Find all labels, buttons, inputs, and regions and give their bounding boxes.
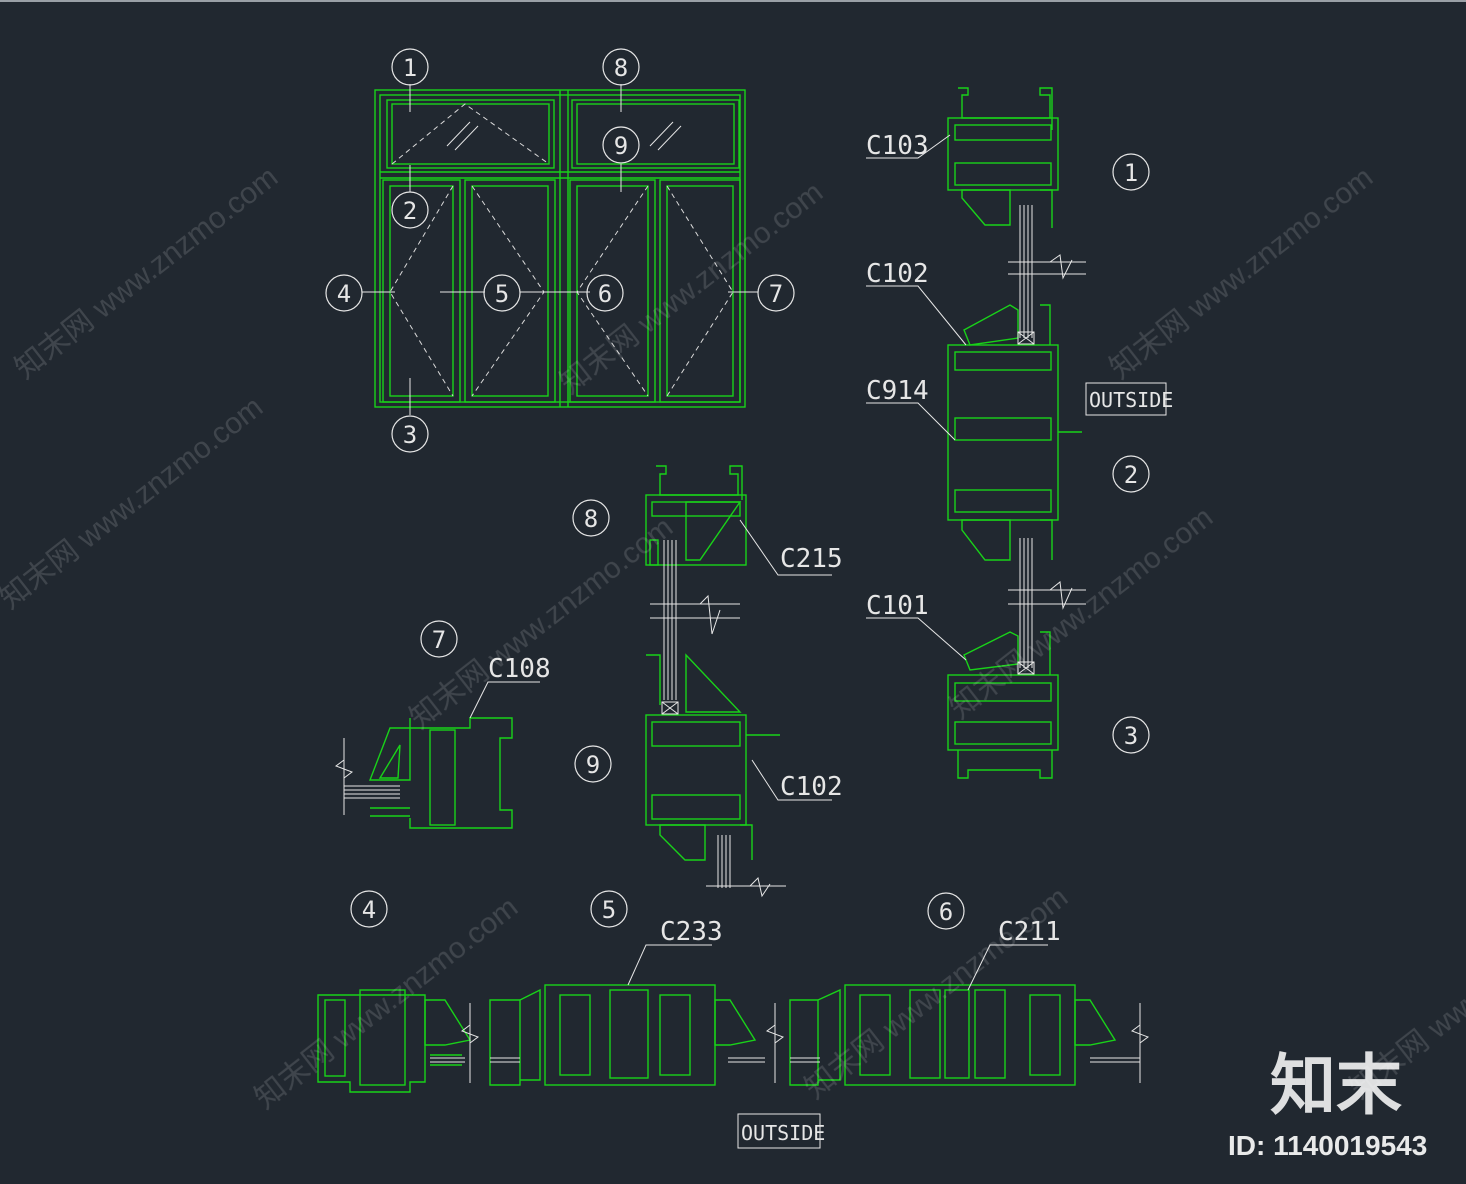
watermark-1: 知末网 www.znzmo.com [9,160,284,385]
left-section-glass [334,681,540,815]
marker-7: 7 [769,280,783,308]
label-c233: C233 [660,917,723,947]
outside-labels: OUTSIDE OUTSIDE [741,388,1173,1145]
left-section-profile [368,717,513,829]
section-marker-9: 9 [586,751,600,779]
watermark-3: 知末网 www.znzmo.com [1104,160,1379,385]
watermark-2: 知末网 www.znzmo.com [554,175,829,400]
watermark-5: 知末网 www.znzmo.com [404,510,679,735]
label-c103: C103 [866,131,929,161]
marker-8: 8 [614,54,628,82]
marker-6: 6 [598,280,612,308]
image-id: ID: 1140019543 [1228,1130,1427,1161]
label-c108: C108 [488,654,551,684]
label-c215: C215 [780,544,843,574]
watermark-7: 知末网 www.znzmo.com [249,890,524,1115]
watermark-4: 知末网 www.znzmo.com [0,390,269,615]
watermark-6: 知末网 www.znzmo.com [944,500,1219,725]
section-marker-4: 4 [362,896,376,924]
brand-watermark: 知末 ID: 1140019543 [1228,1048,1427,1161]
marker-9: 9 [614,132,628,160]
marker-3: 3 [403,421,417,449]
bottom-section-profiles [317,984,1117,1093]
brand-logo: 知末 [1270,1048,1402,1122]
glass-hatch [446,121,682,151]
right-section-leaders [866,134,1167,661]
middle-section-glass [650,519,832,898]
right-section-glass [1008,205,1086,675]
marker-numbers: 1 8 2 9 3 4 5 6 7 1 2 3 8 9 7 4 5 6 [337,54,1138,926]
section-marker-5: 5 [602,896,616,924]
marker-4: 4 [337,280,351,308]
label-c914: C914 [866,376,929,406]
marker-1: 1 [403,54,417,82]
profile-labels: C103 C102 C914 C101 C215 C102 C108 C233 … [488,131,1061,947]
marker-5: 5 [495,280,509,308]
elevation-leaders [362,84,758,415]
detail-markers [325,48,1150,930]
bottom-section-glass [430,944,1150,1149]
section-marker-2: 2 [1124,461,1138,489]
window-elevation [374,89,746,408]
outside-label-right: OUTSIDE [1089,388,1173,412]
label-c211: C211 [998,917,1061,947]
middle-section-profiles [645,465,780,861]
section-marker-6: 6 [939,898,953,926]
marker-2: 2 [403,197,417,225]
label-c102-middle: C102 [780,772,843,802]
label-c101: C101 [866,591,929,621]
opening-dash-lines [389,103,734,397]
section-marker-7: 7 [432,626,446,654]
label-c102-right: C102 [866,259,929,289]
section-marker-8: 8 [584,505,598,533]
outside-label-bottom: OUTSIDE [741,1121,825,1145]
section-marker-1: 1 [1124,159,1138,187]
section-marker-3: 3 [1124,722,1138,750]
